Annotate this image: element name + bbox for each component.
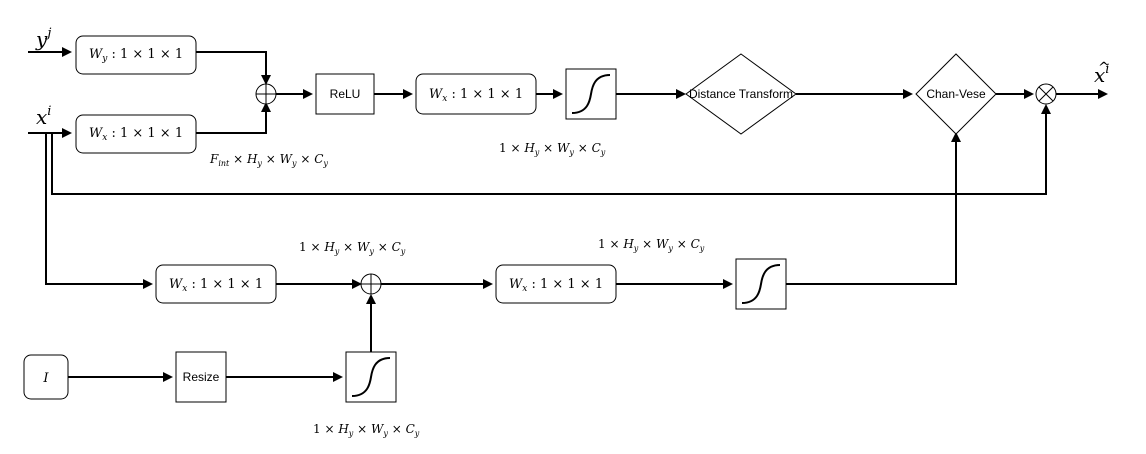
sigmoid-icon-top [565, 68, 617, 120]
resize-box: Resize [175, 351, 227, 403]
fint-dims-label: Fint × Hy × Wy × Cy [209, 152, 328, 168]
wx-box-bottom-left: Wx : 1 × 1 × 1 [155, 264, 277, 304]
relu-label: ReLU [330, 87, 361, 101]
image-input-box: I [23, 354, 69, 400]
dims-label-top: 1 × Hy × Wy × Cy [499, 141, 606, 157]
chan-vese-label: Chan-Vese [926, 87, 986, 101]
resize-label: Resize [183, 370, 220, 384]
relu-box: ReLU [315, 73, 375, 115]
edge-wy-to-sum [196, 51, 271, 85]
distance-transform-label: Distance Transform [689, 87, 793, 101]
wy-label: Wy : 1 × 1 × 1 [89, 47, 183, 64]
wx-top-label: Wx : 1 × 1 × 1 [89, 126, 183, 143]
output-label: xi [1094, 62, 1109, 87]
image-input-label: I [42, 371, 49, 386]
input-x-label: xi [36, 104, 51, 129]
edge-wx-to-sum [196, 102, 271, 134]
wx-box-top: Wx : 1 × 1 × 1 [75, 114, 197, 154]
wx-box-mid: Wx : 1 × 1 × 1 [415, 73, 537, 115]
dims-label-lower-right: 1 × Hy × Wy × Cy [598, 237, 705, 253]
sigmoid-icon-lower-left [345, 351, 397, 403]
chan-vese-diamond: Chan-Vese [915, 53, 997, 135]
dims-label-bottom: 1 × Hy × Wy × Cy [313, 422, 420, 438]
wx-bottom-right-label: Wx : 1 × 1 × 1 [509, 277, 603, 294]
wx-box-bottom-right: Wx : 1 × 1 × 1 [495, 264, 617, 304]
sum-node-bottom [360, 273, 382, 295]
wx-mid-label: Wx : 1 × 1 × 1 [429, 87, 523, 104]
multiply-node [1035, 83, 1057, 105]
input-y-label: yj [35, 26, 51, 51]
edge-sigmoid-to-chanvese [786, 132, 961, 285]
dims-label-lower-sum: 1 × Hy × Wy × Cy [299, 240, 406, 256]
edges [28, 47, 1108, 382]
wx-bottom-left-label: Wx : 1 × 1 × 1 [169, 277, 263, 294]
edge-x-skip-to-mult [51, 104, 1051, 195]
distance-transform-diamond: Distance Transform [685, 53, 797, 135]
output-hat: ^ [1098, 60, 1110, 76]
edge-x-down-to-lower-wx [45, 133, 153, 289]
sigmoid-icon-lower-right [735, 258, 787, 310]
sum-node-top [255, 83, 277, 105]
wy-box: Wy : 1 × 1 × 1 [75, 35, 197, 75]
